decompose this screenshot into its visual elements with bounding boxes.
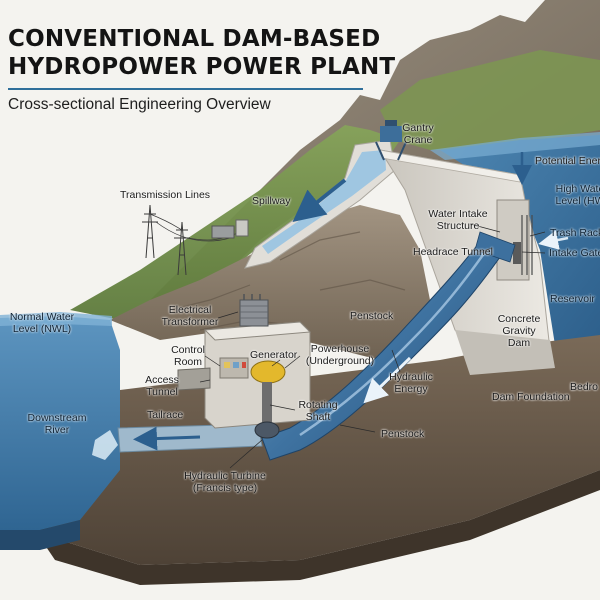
label-potential-energy: Potential Energ — [535, 155, 600, 167]
rock-cliff — [110, 205, 430, 360]
penstock-flow-arrow — [363, 356, 412, 404]
river-splash — [92, 430, 118, 460]
electrical-transformer — [239, 294, 269, 327]
headrace-tunnel-pipe — [474, 231, 516, 263]
label-powerhouse: Powerhouse(Underground) — [305, 343, 375, 367]
rock-texture — [169, 231, 406, 331]
access-tunnel — [177, 367, 211, 391]
penstock-highlight — [299, 244, 492, 437]
river-surface — [0, 312, 112, 326]
mountain-grass-upper — [380, 50, 600, 150]
reservoir-flow-arrow — [538, 230, 569, 250]
reservoir-water — [440, 135, 600, 350]
label-generator: Generator — [250, 349, 298, 361]
gantry-crane — [375, 120, 407, 161]
ground-slab — [20, 335, 600, 565]
label-headrace-tunnel: Headrace Tunnel — [413, 246, 493, 258]
label-penstock-upper: Penstock — [350, 310, 394, 322]
leader-lines — [199, 223, 546, 469]
label-spillway: Spillway — [252, 195, 291, 207]
label-reservoir: Reservoir — [550, 293, 595, 305]
tailrace-flow-arrow — [133, 426, 201, 451]
downstream-river — [0, 316, 120, 530]
trash-rack — [521, 215, 533, 275]
penstock-pipe — [261, 234, 506, 461]
switchyard-building — [235, 219, 249, 237]
label-penstock-lower: Penstock — [381, 428, 425, 440]
label-tailrace: Tailrace — [147, 409, 184, 421]
generator-unit — [250, 360, 286, 384]
title-rule — [8, 88, 363, 90]
label-intake-gate: Intake Gate — [549, 247, 600, 259]
river-front-face — [0, 520, 80, 550]
mountain-grass-slope — [70, 125, 400, 320]
subtitle: Cross-sectional Engineering Overview — [8, 96, 271, 113]
substation — [211, 225, 235, 239]
spillway-flow-arrow — [292, 178, 347, 222]
label-transmission-lines: Transmission Lines — [120, 189, 211, 201]
label-dam-foundation: Dam Foundation — [492, 391, 570, 403]
powerhouse-building — [203, 321, 312, 439]
title-line-1: CONVENTIONAL DAM-BASED — [8, 26, 381, 52]
ground-slab-front — [28, 470, 600, 585]
label-hydraulic-turbine: Hydraulic Turbine(Francis type) — [184, 470, 266, 494]
reservoir-surface — [430, 132, 600, 160]
title-line-2: HYDROPOWER POWER PLANT — [8, 54, 396, 80]
label-bedrock: Bedro — [570, 381, 599, 393]
intake-gate — [513, 242, 521, 264]
transmission-towers — [142, 204, 241, 276]
dam-base — [455, 330, 555, 375]
turbine-unit — [254, 421, 280, 439]
label-trash-rack: Trash Rack — [550, 227, 600, 239]
